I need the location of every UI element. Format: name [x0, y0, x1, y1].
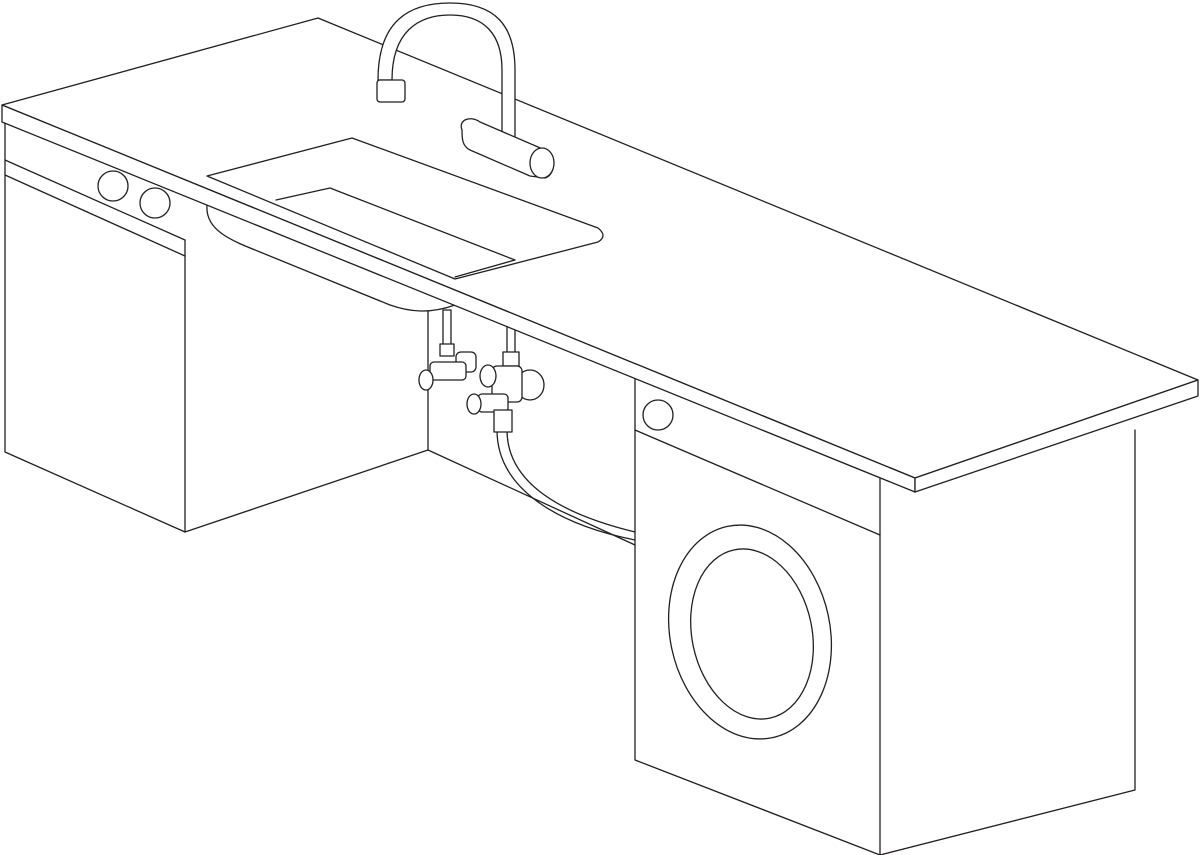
washer-knob: [642, 399, 674, 431]
inlet-hose: [496, 429, 636, 541]
washing-machine: [634, 374, 1136, 855]
sink: [206, 137, 604, 280]
angle-valves: [418, 309, 545, 433]
faucet-handle: [529, 147, 555, 179]
dishwasher-knob-1: [97, 170, 129, 202]
washer-door-outer: [667, 524, 833, 740]
faucet: [376, 2, 555, 179]
washer-door-inner: [689, 548, 815, 720]
countertop: [1, 17, 1199, 493]
dishwasher: [4, 119, 429, 533]
dishwasher-knob-2: [139, 187, 171, 219]
faucet-aerator: [376, 79, 406, 103]
